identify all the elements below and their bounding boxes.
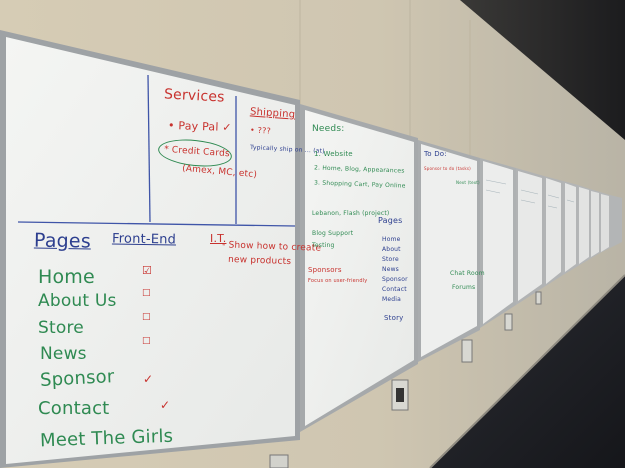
board2-blue-item: Media: [382, 296, 402, 303]
page-check-store: □: [142, 312, 151, 322]
page-item-home: Home: [38, 266, 95, 288]
board2-blue-item: News: [382, 266, 400, 273]
page-check-news: □: [142, 336, 151, 346]
front-end-title: Front-End: [111, 231, 177, 248]
board2-note-2: Blog Support: [312, 230, 354, 237]
services-title: Services: [163, 86, 226, 106]
page-item-sponsor: Sponsor: [39, 366, 115, 391]
shipping-item-1: • ???: [249, 125, 272, 136]
far-board-scribbles: [485, 179, 575, 209]
power-outlet-plug: [396, 388, 404, 402]
power-outlet: [461, 339, 473, 363]
board2-item-1: 1. Website: [314, 150, 353, 158]
board2-surface: [305, 110, 414, 426]
board6-surface: [546, 178, 561, 284]
board3-green-line: Next (text): [456, 180, 480, 185]
board2-blue-title: Pages: [378, 216, 403, 225]
power-outlet: [535, 291, 542, 305]
wall-seams: [299, 0, 471, 155]
board2-blue-item: Store: [382, 256, 399, 263]
board8-surface: [579, 187, 589, 264]
board3-green-bottom-1: Chat Room: [450, 270, 485, 277]
board2-title: Needs:: [312, 124, 345, 134]
board1-grid-lines: [17, 74, 296, 227]
board2-blue-item: Contact: [382, 286, 407, 293]
page-check-sponsor: ✓: [143, 372, 154, 386]
board3-green-bottom-2: Forums: [452, 284, 476, 291]
baseboard: [429, 274, 625, 468]
board2-red-note: Sponsors: [308, 266, 342, 274]
board1-surface: [6, 37, 295, 464]
board2-blue-item: Home: [382, 236, 401, 243]
page-item-about-us: About Us: [38, 291, 117, 311]
board3-title: To Do:: [424, 150, 447, 158]
page-check-home: ☑: [142, 264, 153, 277]
board2-note-3: Testing: [312, 242, 335, 249]
board3-surface: [421, 144, 477, 357]
power-outlet: [504, 313, 513, 331]
board10-surface: [601, 194, 609, 252]
board2-note-1: Lebanon, Flash (project): [312, 210, 390, 217]
board7-surface: [565, 183, 576, 272]
page-item-contact: Contact: [38, 398, 110, 419]
page-check-about-us: □: [142, 288, 151, 298]
power-outlet: [269, 454, 289, 468]
services-item-paypal: • Pay Pal ✓: [167, 118, 232, 135]
board4-surface: [483, 161, 513, 324]
page-item-news: News: [40, 344, 87, 364]
board2-blue-item: About: [382, 246, 401, 253]
board2-blue-item: Sponsor: [382, 276, 408, 283]
page-item-store: Store: [38, 318, 84, 338]
pages-title: Pages: [33, 229, 92, 253]
board2-blue-item: Story: [384, 314, 404, 322]
board3-red-line: Sponsor to do (tasks): [424, 166, 471, 171]
board5-surface: [518, 171, 542, 301]
board9-surface: [591, 191, 599, 257]
it-label: I.T.: [210, 232, 227, 245]
board11-frame: [610, 195, 622, 248]
board2-red-note-2: Focus on user-friendly: [308, 278, 368, 284]
page-check-contact: ✓: [160, 398, 171, 412]
